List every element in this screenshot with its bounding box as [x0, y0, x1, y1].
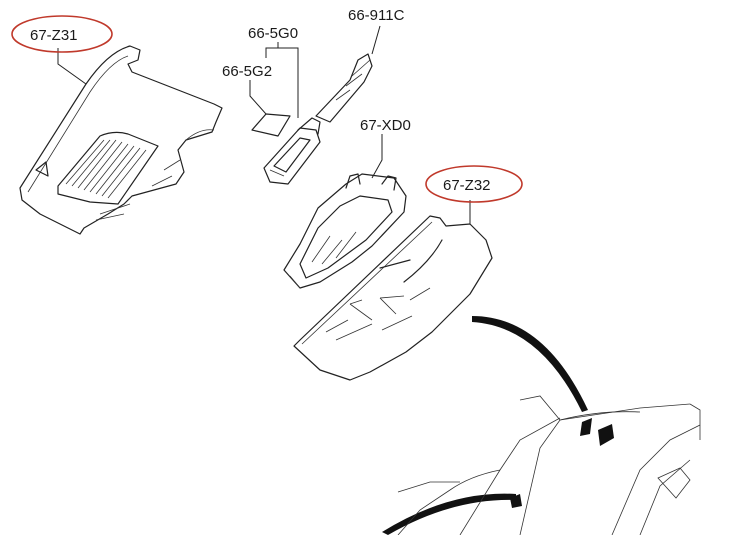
connector-mark	[510, 494, 522, 508]
location-arrow-upper	[472, 316, 588, 412]
highlight-ellipse-67-z31	[11, 15, 113, 53]
leader-lines	[57, 25, 471, 224]
label-66-911c: 66-911C	[348, 7, 405, 24]
vehicle-outline	[397, 395, 701, 535]
mirror-sensor-mark	[580, 418, 592, 436]
label-67-xd0: 67-XD0	[360, 117, 411, 134]
part-66-5g0-module	[263, 117, 321, 185]
arrow-marker	[35, 161, 49, 177]
location-arrow-lower	[382, 493, 516, 535]
part-67-xd0-housing	[283, 173, 407, 289]
label-67-z32: 67-Z32	[443, 177, 491, 194]
label-66-5g2: 66-5G2	[222, 63, 272, 80]
mirror-mark	[598, 424, 614, 446]
vent-grille	[57, 131, 159, 205]
part-67-z32-bezel	[293, 215, 493, 381]
label-67-z31: 67-Z31	[30, 27, 78, 44]
highlight-ellipse-67-z32	[425, 165, 523, 203]
part-67-z31-cover	[19, 45, 223, 235]
label-66-5g0: 66-5G0	[248, 25, 298, 42]
part-66-5g2-pad	[251, 113, 291, 137]
part-66-911c-cable	[315, 53, 373, 123]
